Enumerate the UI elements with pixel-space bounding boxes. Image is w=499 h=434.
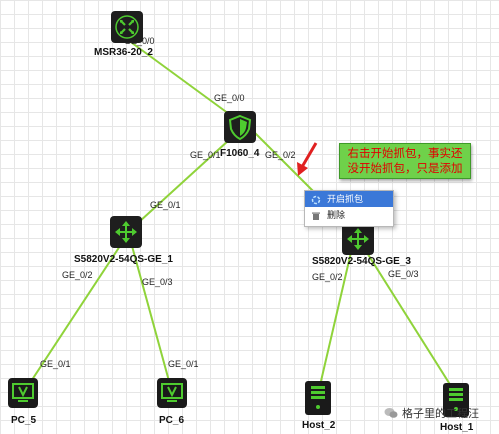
context-menu: 开启抓包 删除 <box>304 190 394 227</box>
menu-item-start-capture-label: 开启抓包 <box>327 194 364 204</box>
switch-icon <box>347 228 369 250</box>
monitor-icon <box>12 383 34 402</box>
pc5-device[interactable] <box>8 378 38 408</box>
red-arrow-icon <box>297 142 318 176</box>
port-pc5-ge01: GE_0/1 <box>40 359 71 369</box>
port-fw-ge02: GE_0/2 <box>265 150 296 160</box>
host1-device[interactable] <box>443 383 469 417</box>
firewall-label: F1060_4 <box>220 148 260 159</box>
port-sw1-ge01: GE_0/1 <box>150 200 181 210</box>
capture-icon <box>311 194 321 205</box>
shield-icon <box>228 114 252 141</box>
pc6-label: PC_6 <box>159 415 184 426</box>
trash-icon <box>311 210 321 220</box>
menu-item-delete[interactable]: 删除 <box>305 207 393 223</box>
annotation-callout: 右击开始抓包，事实还 没开始抓包，只是添加 <box>339 143 471 179</box>
menu-item-start-capture[interactable]: 开启抓包 <box>305 191 393 207</box>
host2-label: Host_2 <box>302 420 336 431</box>
host2-device[interactable] <box>305 381 331 415</box>
port-sw1-ge03: GE_0/3 <box>142 277 173 287</box>
router-icon <box>115 15 139 39</box>
annotation-line-2: 没开始抓包，只是添加 <box>347 163 463 175</box>
server-icon <box>449 388 463 411</box>
port-sw3-ge02: GE_0/2 <box>312 272 343 282</box>
router-device[interactable] <box>111 11 143 43</box>
port-fw-ge01: GE_0/1 <box>190 150 221 160</box>
router-label: MSR36-20_2 <box>94 47 153 58</box>
port-sw3-ge03: GE_0/3 <box>388 269 419 279</box>
link-switch1-pc6[interactable] <box>131 245 173 393</box>
switch-icon <box>115 221 137 243</box>
wechat-icon <box>384 407 398 419</box>
host1-label: Host_1 <box>440 422 474 433</box>
menu-item-delete-label: 删除 <box>327 210 346 220</box>
watermark-text: 格子里的工程汪 <box>402 408 479 420</box>
port-sw1-ge02: GE_0/2 <box>62 270 93 280</box>
port-pc6-ge01: GE_0/1 <box>168 359 199 369</box>
server-icon <box>311 386 325 409</box>
switch-left-device[interactable] <box>110 216 142 248</box>
link-switch1-pc5[interactable] <box>23 245 121 393</box>
pc5-label: PC_5 <box>11 415 36 426</box>
port-fw-ge00: GE_0/0 <box>214 93 245 103</box>
firewall-device[interactable] <box>224 111 256 143</box>
switch-right-label: S5820V2-54QS-GE_3 <box>312 256 411 267</box>
link-router-firewall[interactable] <box>127 39 241 123</box>
link-switch3-host1[interactable] <box>363 247 457 395</box>
link-firewall-switch1[interactable] <box>127 129 241 233</box>
link-switch3-host2[interactable] <box>317 247 353 395</box>
annotation-line-1: 右击开始抓包，事实还 <box>347 148 463 160</box>
switch-right-device[interactable] <box>342 223 374 255</box>
pc6-device[interactable] <box>157 378 187 408</box>
monitor-icon <box>161 383 183 402</box>
watermark: 格子里的工程汪 <box>384 405 479 421</box>
switch-left-label: S5820V2-54QS-GE_1 <box>74 254 173 265</box>
